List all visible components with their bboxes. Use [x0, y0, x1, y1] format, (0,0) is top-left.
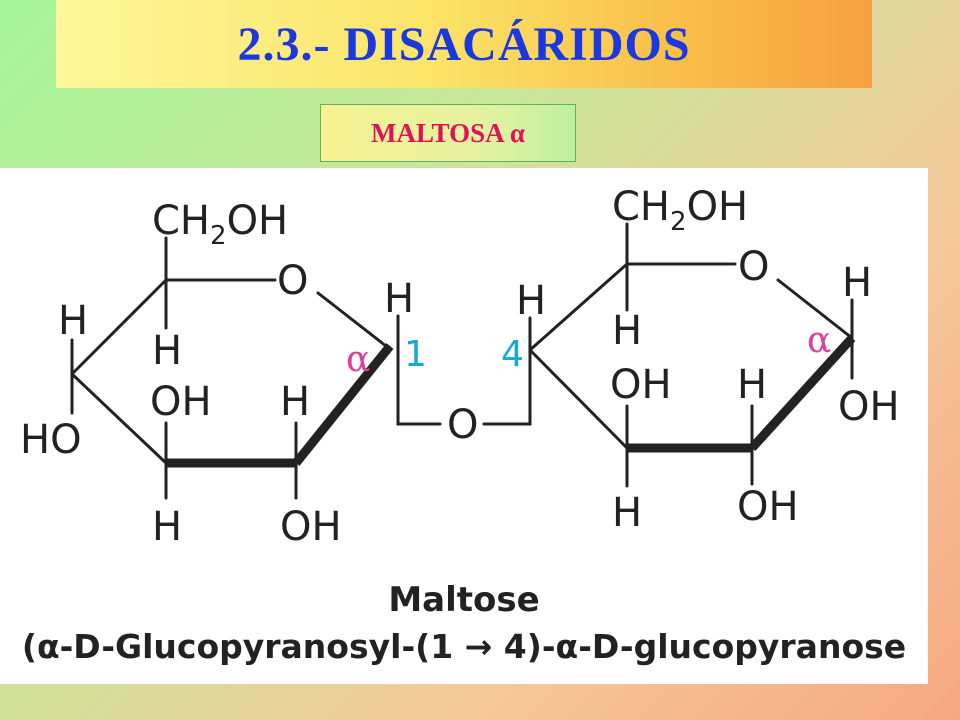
caption-iupac-name: (α-D-Glucopyranosyl-(1 → 4)-α-D-glucopyr… — [22, 627, 906, 666]
right-oh-c3: OH — [610, 362, 672, 408]
right-oh-c1: OH — [838, 384, 900, 430]
left-ring-bond-c4-c3 — [70, 372, 168, 465]
right-h-c4: H — [516, 278, 546, 324]
left-carbon-number: 1 — [404, 334, 427, 375]
right-h-c3: H — [612, 490, 642, 536]
slide-title: 2.3.- DISACÁRIDOS — [237, 17, 691, 71]
left-alpha-marker: α — [346, 339, 370, 380]
maltose-structure-panel: CH2OH O H H HO OH H H OH H α 1 O CH2OH O… — [0, 168, 928, 684]
left-h-c4: H — [58, 298, 88, 344]
slide-subtitle: MALTOSA α — [371, 117, 525, 148]
right-ring-bond-c4-c5 — [528, 262, 629, 352]
right-ring-bond-c4-c3 — [528, 348, 629, 450]
right-oh-c2: OH — [737, 484, 799, 530]
right-h-c1: H — [842, 260, 872, 306]
title-banner: 2.3.- DISACÁRIDOS — [56, 0, 872, 88]
glycosidic-oxygen: O — [447, 402, 478, 448]
right-h-c5: H — [612, 308, 642, 354]
right-carbon-number: 4 — [501, 334, 524, 375]
left-oh-c2: OH — [280, 504, 342, 550]
left-h-c3: H — [152, 504, 182, 550]
bridge-bond-right — [482, 348, 532, 426]
left-h-c5: H — [152, 328, 182, 374]
left-h-c2: H — [280, 379, 310, 425]
right-ring-oxygen: O — [738, 244, 769, 290]
right-ring-bond-c2-c1 — [748, 334, 856, 452]
left-ring-bond-o-c1 — [316, 291, 388, 348]
left-ch2oh-label: CH2OH — [152, 198, 288, 251]
caption-compound-name: Maltose — [388, 580, 539, 620]
left-ho-c4: HO — [20, 417, 82, 463]
right-alpha-marker: α — [807, 320, 831, 361]
left-ring-bond-c2-c1 — [292, 343, 394, 466]
subtitle-box: MALTOSA α — [320, 104, 576, 162]
maltose-structure-diagram: CH2OH O H H HO OH H H OH H α 1 O CH2OH O… — [20, 184, 906, 666]
bridge-bond-left — [396, 344, 442, 426]
right-ring-bond-o-c1 — [776, 278, 854, 340]
left-h-c1: H — [384, 276, 414, 322]
left-ring-oxygen: O — [277, 258, 308, 304]
left-oh-c3: OH — [150, 379, 212, 425]
left-ring-bond-c4-c5 — [70, 278, 168, 376]
right-ch2oh-label: CH2OH — [612, 184, 748, 237]
right-h-c2: H — [737, 362, 767, 408]
